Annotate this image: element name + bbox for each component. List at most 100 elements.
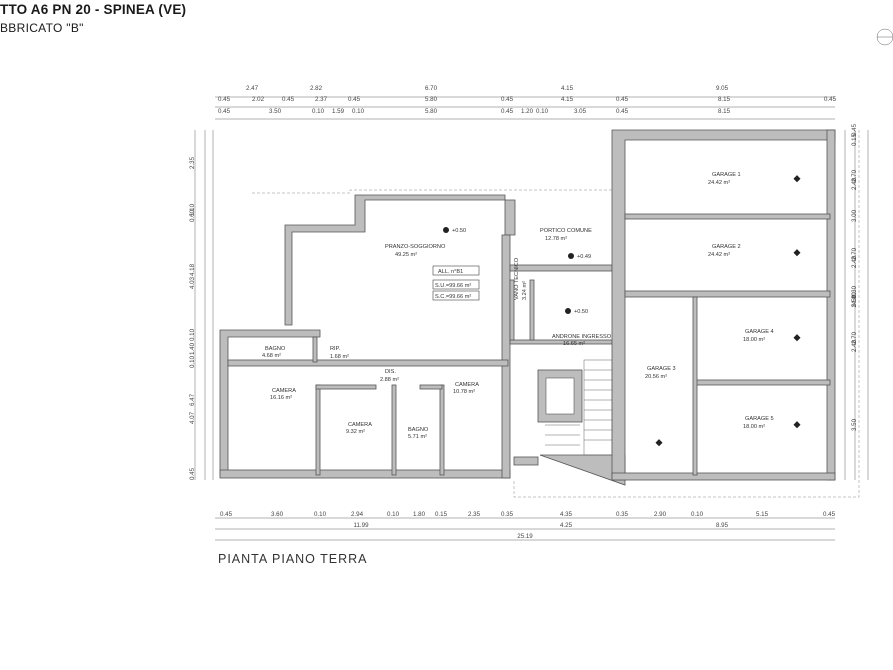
svg-text:BAGNO: BAGNO <box>408 427 429 433</box>
dimension-label: 0.45 <box>501 108 514 115</box>
svg-text:16.16 m²: 16.16 m² <box>270 395 292 401</box>
room-garage-3: GARAGE 3 20.56 m² <box>645 366 676 380</box>
document-subtitle: BBRICATO "B" <box>0 21 84 35</box>
room-garage-1: GARAGE 1 24.42 m² <box>708 172 741 186</box>
dimension-label: 11.99 <box>353 522 369 529</box>
svg-text:2.88 m²: 2.88 m² <box>380 377 399 383</box>
dimension-label: 2.35 <box>468 511 481 518</box>
dimension-label: 3.50 <box>851 418 858 431</box>
dimension-label: 0.10 <box>691 511 704 518</box>
dimension-label: 0.35 <box>501 511 514 518</box>
dimension-label: 0.45 <box>218 96 231 103</box>
room-portico: PORTICO COMUNE 12.78 m² <box>540 228 592 242</box>
room-bagno-1: BAGNO 4.68 m² <box>262 346 286 359</box>
dimension-label: 2.47 <box>246 85 259 92</box>
dimension-label: 2.37 <box>315 96 328 103</box>
dimension-label: 5.15 <box>756 511 769 518</box>
svg-text:16.65 m²: 16.65 m² <box>563 341 585 347</box>
room-pranzo: PRANZO-SOGGIORNO 49.25 m² <box>385 244 446 258</box>
svg-text:GARAGE 3: GARAGE 3 <box>647 366 676 372</box>
dimension-label: 4.18 <box>189 263 196 276</box>
room-bagno-2: BAGNO 5.71 m² <box>408 427 429 440</box>
room-garage-5: GARAGE 5 18.00 m² <box>743 416 774 430</box>
dimension-label: 1.80 <box>413 511 426 518</box>
svg-text:ALL. n°B1: ALL. n°B1 <box>438 269 463 275</box>
svg-text:CAMERA: CAMERA <box>272 388 296 394</box>
svg-text:1.68 m²: 1.68 m² <box>330 354 349 360</box>
room-name: PRANZO-SOGGIORNO <box>385 244 446 250</box>
dimension-label: 0.10 <box>536 108 549 115</box>
dimension-label: 0.45 <box>851 123 858 136</box>
svg-text:18.00 m²: 18.00 m² <box>743 337 765 343</box>
dimension-label: 0.10 <box>189 328 196 341</box>
bottom-dimension-lines <box>215 517 835 541</box>
plan-caption: PIANTA PIANO TERRA <box>218 552 368 566</box>
dimension-label: 4.07 <box>189 411 196 424</box>
dimension-label: 2.02 <box>252 96 265 103</box>
room-garage-4: GARAGE 4 18.00 m² <box>743 329 774 343</box>
dimension-label: 0.45 <box>218 108 231 115</box>
dimension-label: 0.45 <box>823 511 836 518</box>
room-vano-tecnico: VANO TECNICO 3.24 m² <box>514 257 528 300</box>
dimension-label: 1.40 <box>189 342 196 355</box>
dimension-label: 25.19 <box>517 533 533 540</box>
dimension-label: 0.10 <box>352 108 365 115</box>
svg-text:CAMERA: CAMERA <box>455 382 479 388</box>
dimension-label: 0.45 <box>220 511 233 518</box>
svg-text:18.00 m²: 18.00 m² <box>743 424 765 430</box>
dimension-label: 3.00 <box>851 209 858 222</box>
room-androne: ANDRONE INGRESSO 16.65 m² <box>552 334 612 347</box>
dimension-label: 0.10 <box>387 511 400 518</box>
dimension-label: 0.45 <box>824 96 837 103</box>
svg-text:12.78 m²: 12.78 m² <box>545 236 567 242</box>
bottom-dims-row3: 25.19 <box>517 533 533 540</box>
svg-text:PORTICO COMUNE: PORTICO COMUNE <box>540 228 592 234</box>
dimension-label: 6.70 <box>425 85 438 92</box>
dimension-label: 2.70 <box>851 169 858 182</box>
dimension-label: 0.45 <box>616 108 629 115</box>
dimension-label: 4.15 <box>561 85 574 92</box>
dimension-label: 1.10 <box>189 203 196 216</box>
top-dimension-lines <box>215 96 835 120</box>
svg-text:9.32 m²: 9.32 m² <box>346 429 365 435</box>
svg-text:GARAGE 5: GARAGE 5 <box>745 416 774 422</box>
dimension-label: 0.45 <box>189 467 196 480</box>
svg-text:24.42 m²: 24.42 m² <box>708 180 730 186</box>
dimension-label: 2.90 <box>654 511 667 518</box>
dimension-label: 2.40 <box>851 339 858 352</box>
dimension-label: 8.15 <box>718 108 731 115</box>
svg-text:ANDRONE INGRESSO: ANDRONE INGRESSO <box>552 334 612 340</box>
dimension-label: 2.70 <box>851 331 858 344</box>
level-marker-icon: +0.50 +0.49 +0.50 <box>443 227 591 315</box>
right-dims: 0.450.152.702.403.000.302.702.403.502.70… <box>851 123 858 431</box>
room-camera-1: CAMERA 16.16 m² <box>270 388 296 401</box>
svg-text:S.C.=99.66 m²: S.C.=99.66 m² <box>435 294 471 300</box>
svg-text:GARAGE 1: GARAGE 1 <box>712 172 741 178</box>
dimension-label: 6.47 <box>189 393 196 406</box>
svg-text:RIP.: RIP. <box>330 346 341 352</box>
svg-text:+0.50: +0.50 <box>452 228 466 234</box>
svg-text:4.68 m²: 4.68 m² <box>262 353 281 359</box>
apartment-walls <box>219 194 516 479</box>
dimension-label: 0.10 <box>314 511 327 518</box>
svg-text:+0.50: +0.50 <box>574 309 588 315</box>
dimension-label: 0.10 <box>312 108 325 115</box>
dimension-label: 2.40 <box>851 177 858 190</box>
dimension-label: 5.80 <box>425 108 438 115</box>
svg-text:S.U.=99.66 m²: S.U.=99.66 m² <box>435 283 471 289</box>
dimension-label: 0.10 <box>189 355 196 368</box>
dimension-label: 0.30 <box>851 285 858 298</box>
north-arrow-icon <box>876 28 893 46</box>
room-dis: DIS. 2.88 m² <box>380 369 399 383</box>
dimension-label: 8.15 <box>718 96 731 103</box>
common-area-walls <box>509 264 626 486</box>
dimension-label: 1.20 <box>521 108 534 115</box>
garage-markers <box>655 175 801 447</box>
dimension-label: 0.45 <box>348 96 361 103</box>
room-camera-3: CAMERA 10.78 m² <box>453 382 479 395</box>
